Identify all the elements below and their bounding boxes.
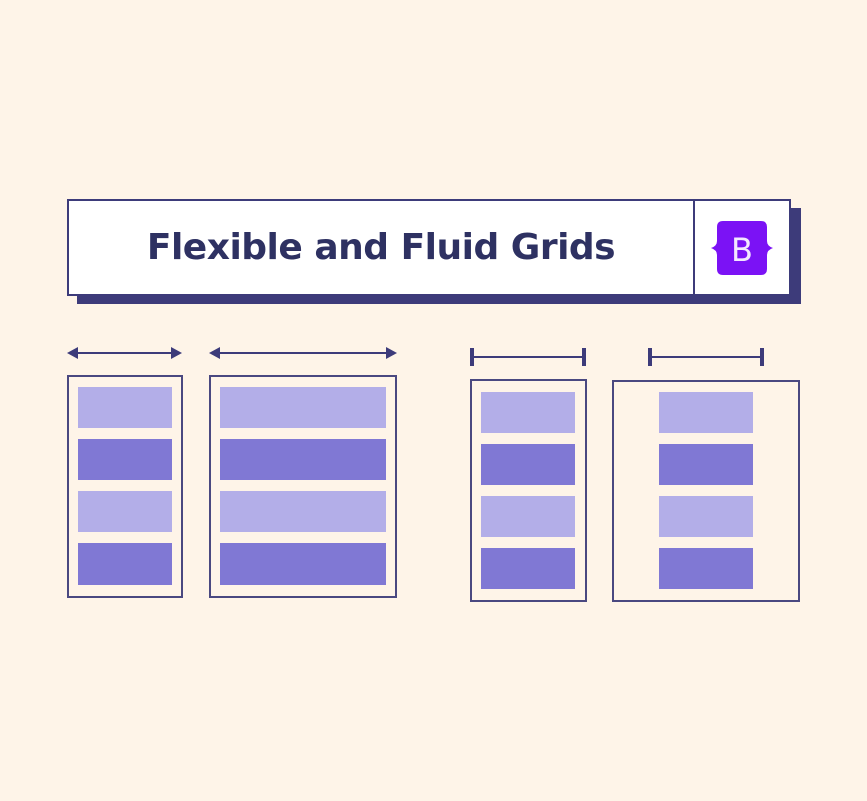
grid-row xyxy=(220,543,386,585)
double-arrow-icon xyxy=(209,347,397,359)
grid-row xyxy=(220,439,386,480)
page-title: Flexible and Fluid Grids xyxy=(146,227,616,268)
grid-row xyxy=(481,496,575,537)
grid-row xyxy=(659,496,753,537)
grid-row xyxy=(481,444,575,485)
grid-row xyxy=(220,387,386,428)
grid-container-fixed-centered xyxy=(612,380,800,602)
grid-row xyxy=(659,548,753,589)
grid-container-narrow xyxy=(67,375,183,598)
grid-row xyxy=(220,491,386,532)
grid-row xyxy=(481,548,575,589)
grid-row xyxy=(659,444,753,485)
double-arrow-icon xyxy=(67,347,182,359)
title-banner: Flexible and Fluid Grids B xyxy=(67,199,791,296)
grid-row xyxy=(78,387,172,428)
title-text-cell: Flexible and Fluid Grids xyxy=(69,201,695,294)
grid-container-wide xyxy=(209,375,397,598)
grid-row xyxy=(78,439,172,480)
grid-container-fixed xyxy=(470,379,587,602)
logo-cell: B xyxy=(695,201,789,294)
grid-row xyxy=(78,491,172,532)
bootstrap-logo-icon: B xyxy=(711,220,773,275)
fixed-width-bracket-icon xyxy=(470,348,586,366)
logo-letter: B xyxy=(731,231,753,269)
fixed-width-bracket-icon xyxy=(648,348,764,366)
grid-row xyxy=(481,392,575,433)
grid-row xyxy=(659,392,753,433)
grid-row xyxy=(78,543,172,585)
